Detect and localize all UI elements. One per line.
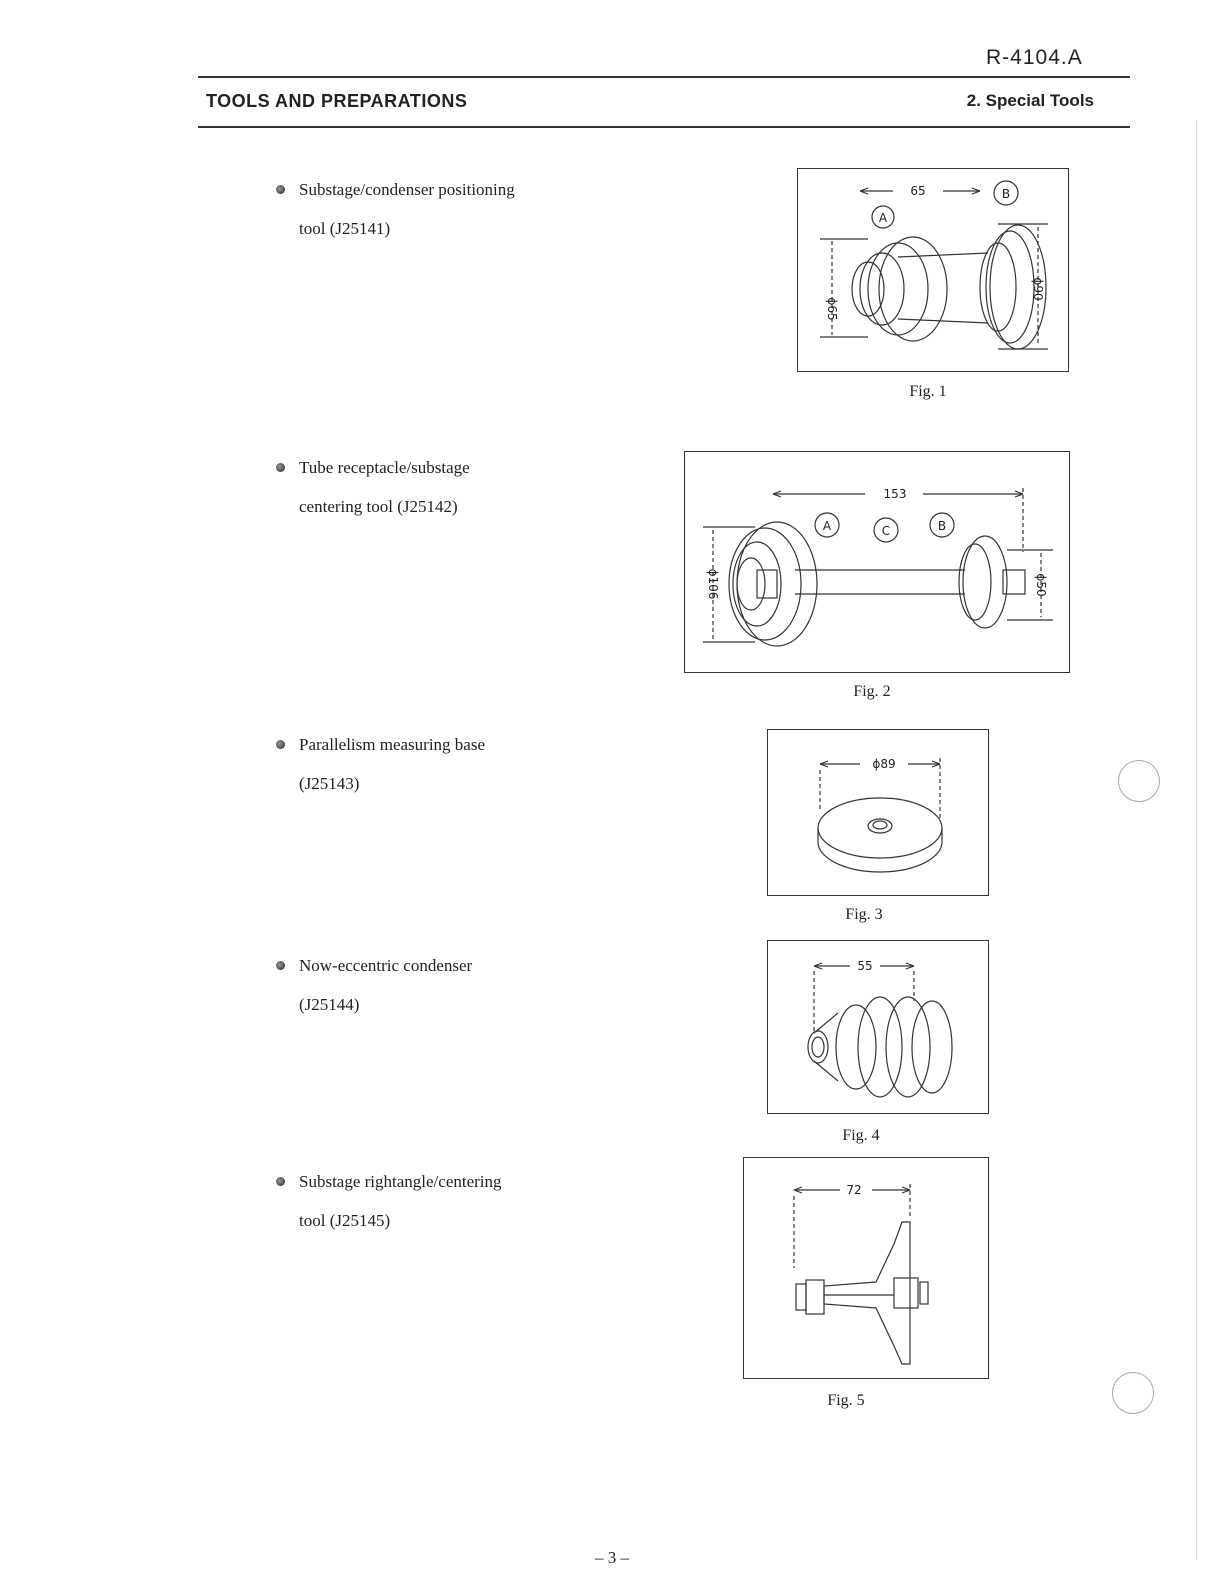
margin-punch-hole — [1118, 760, 1160, 802]
bullet-icon — [276, 961, 285, 970]
figure-caption: Fig. 2 — [853, 683, 891, 700]
part-label-a: A — [823, 519, 832, 533]
tool-item-code: (J25143) — [299, 774, 360, 793]
dimension-label: 153 — [884, 487, 907, 501]
header-rule-top — [198, 76, 1130, 78]
page-number: – 3 – — [595, 1548, 629, 1567]
figure-5-rightangle-tool: 72 — [743, 1157, 989, 1379]
dimension-label: 55 — [857, 959, 872, 973]
tool-item-name: Parallelism measuring base — [299, 735, 486, 754]
tool-item-j25141: Substage/condenser positioning tool (J25… — [276, 170, 515, 248]
section-subtitle: 2. Special Tools — [966, 91, 1094, 110]
centering-tool-drawing-icon: 153 A C B ϕ106 ϕ50 — [703, 487, 1053, 647]
tool-item-name: Now-eccentric condenser — [299, 956, 473, 975]
doc-code: R-4104.A — [986, 46, 1083, 69]
dimension-label: ϕ89 — [872, 757, 895, 771]
tool-item-j25144: Now-eccentric condenser (J25144) — [276, 946, 472, 1024]
figure-1-positioning-tool: 65 A B ϕ65 ϕ90 — [797, 168, 1069, 372]
tool-item-code: (J25144) — [299, 995, 360, 1014]
tool-item-name: Substage rightangle/centering — [299, 1172, 502, 1191]
bullet-icon — [276, 1177, 285, 1186]
figure-4-eccentric-condenser: 55 — [767, 940, 989, 1114]
figure-caption: Fig. 4 — [842, 1127, 880, 1144]
tool-item-code: centering tool (J25142) — [299, 497, 458, 516]
figure-3-measuring-base: ϕ89 — [767, 729, 989, 896]
bullet-icon — [276, 185, 285, 194]
bullet-icon — [276, 463, 285, 472]
dimension-label: ϕ65 — [825, 297, 839, 320]
dimension-label: 72 — [846, 1183, 861, 1197]
tool-item-code: tool (J25141) — [299, 219, 391, 238]
eccentric-condenser-drawing-icon: 55 — [807, 959, 953, 1098]
rightangle-tool-drawing-icon: 72 — [793, 1183, 929, 1365]
tool-item-j25143: Parallelism measuring base (J25143) — [276, 725, 485, 803]
page-edge-line — [1196, 120, 1197, 1560]
tool-item-j25145: Substage rightangle/centering tool (J251… — [276, 1162, 502, 1240]
figure-caption: Fig. 3 — [845, 906, 883, 923]
figure-caption: Fig. 5 — [827, 1392, 865, 1409]
section-title: TOOLS AND PREPARATIONS — [206, 91, 468, 111]
tool-item-name: Tube receptacle/substage — [299, 458, 470, 477]
measuring-base-drawing-icon: ϕ89 — [817, 757, 943, 873]
part-label-b: B — [938, 519, 946, 533]
figure-caption: Fig. 1 — [909, 383, 947, 400]
part-label-c: C — [882, 524, 890, 538]
dimension-label: ϕ106 — [706, 569, 720, 600]
tool-item-j25142: Tube receptacle/substage centering tool … — [276, 448, 470, 526]
dimension-label: ϕ50 — [1034, 573, 1048, 596]
bullet-icon — [276, 740, 285, 749]
part-label-b: B — [1002, 187, 1010, 201]
positioning-tool-drawing-icon: 65 A B ϕ65 ϕ90 — [820, 180, 1048, 350]
figure-2-centering-tool: 153 A C B ϕ106 ϕ50 — [684, 451, 1070, 673]
header-rule-bottom — [198, 126, 1130, 128]
tool-item-name: Substage/condenser positioning — [299, 180, 515, 199]
part-label-a: A — [879, 211, 888, 225]
dimension-label: 65 — [910, 184, 925, 198]
margin-punch-hole — [1112, 1372, 1154, 1414]
dimension-label: ϕ90 — [1031, 277, 1045, 300]
tool-item-code: tool (J25145) — [299, 1211, 391, 1230]
